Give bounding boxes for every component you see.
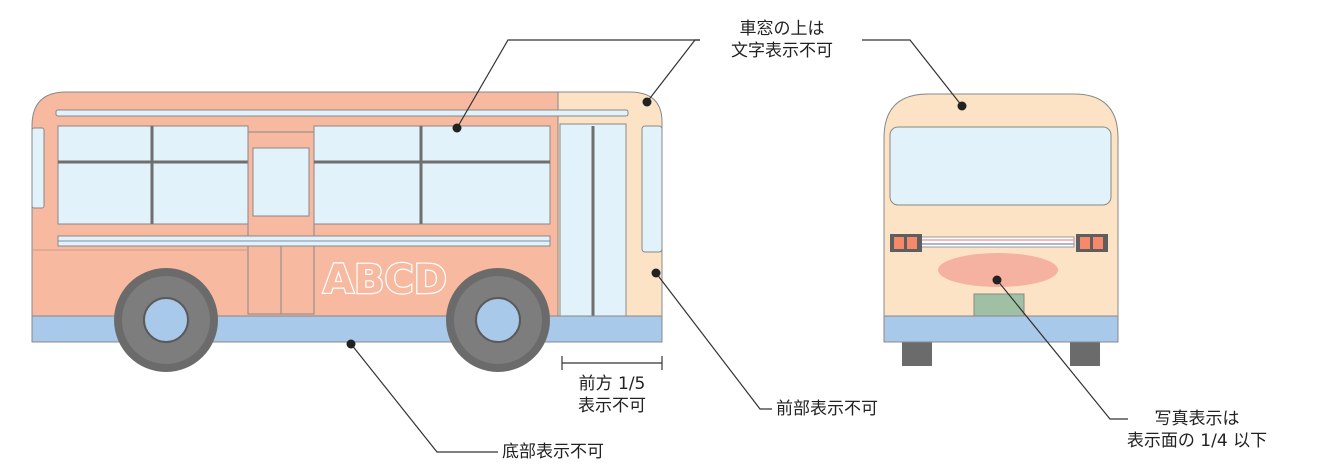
middle-door-window bbox=[252, 147, 310, 217]
rear-side-window bbox=[31, 127, 45, 209]
label-top-line1: 車窓の上は bbox=[739, 19, 825, 39]
callout-lines bbox=[350, 39, 1128, 453]
callout-dots bbox=[346, 97, 1002, 349]
label-photo-line1: 写真表示は bbox=[1154, 409, 1240, 429]
label-bottom: 底部表示不可 bbox=[502, 442, 604, 462]
side-window-right bbox=[313, 125, 551, 225]
rear-wheel bbox=[114, 268, 218, 372]
leader-top-side bbox=[456, 39, 700, 129]
bus-side-text: ABCD bbox=[323, 257, 447, 303]
front-side-window bbox=[641, 125, 663, 253]
label-front: 前部表示不可 bbox=[776, 399, 878, 419]
leader-front bbox=[655, 272, 772, 410]
label-front-fifth-line2: 表示不可 bbox=[578, 396, 646, 416]
headlight-bar bbox=[919, 236, 1075, 248]
license-plate bbox=[973, 293, 1025, 317]
bus-front-skirt bbox=[883, 315, 1119, 343]
label-top: 車窓の上は 文字表示不可 bbox=[718, 18, 846, 62]
leader-top-front-corner bbox=[646, 39, 700, 103]
label-front-fifth-line1: 前方 1/5 bbox=[578, 374, 646, 394]
bus-side-view: ABCD bbox=[31, 91, 663, 372]
label-photo: 写真表示は 表示面の 1/4 以下 bbox=[1102, 408, 1292, 452]
label-top-line2: 文字表示不可 bbox=[731, 41, 833, 61]
roof-rail bbox=[55, 109, 629, 117]
leader-bottom bbox=[350, 343, 498, 453]
label-front-fifth: 前方 1/5 表示不可 bbox=[550, 373, 674, 417]
leader-top-front-view bbox=[862, 39, 963, 107]
leader-photo bbox=[996, 279, 1128, 420]
label-photo-line2: 表示面の 1/4 以下 bbox=[1126, 431, 1268, 451]
windshield bbox=[889, 126, 1112, 206]
bus-front-view bbox=[883, 93, 1119, 366]
front-wheel bbox=[446, 268, 550, 372]
photo-display-area bbox=[938, 253, 1058, 287]
